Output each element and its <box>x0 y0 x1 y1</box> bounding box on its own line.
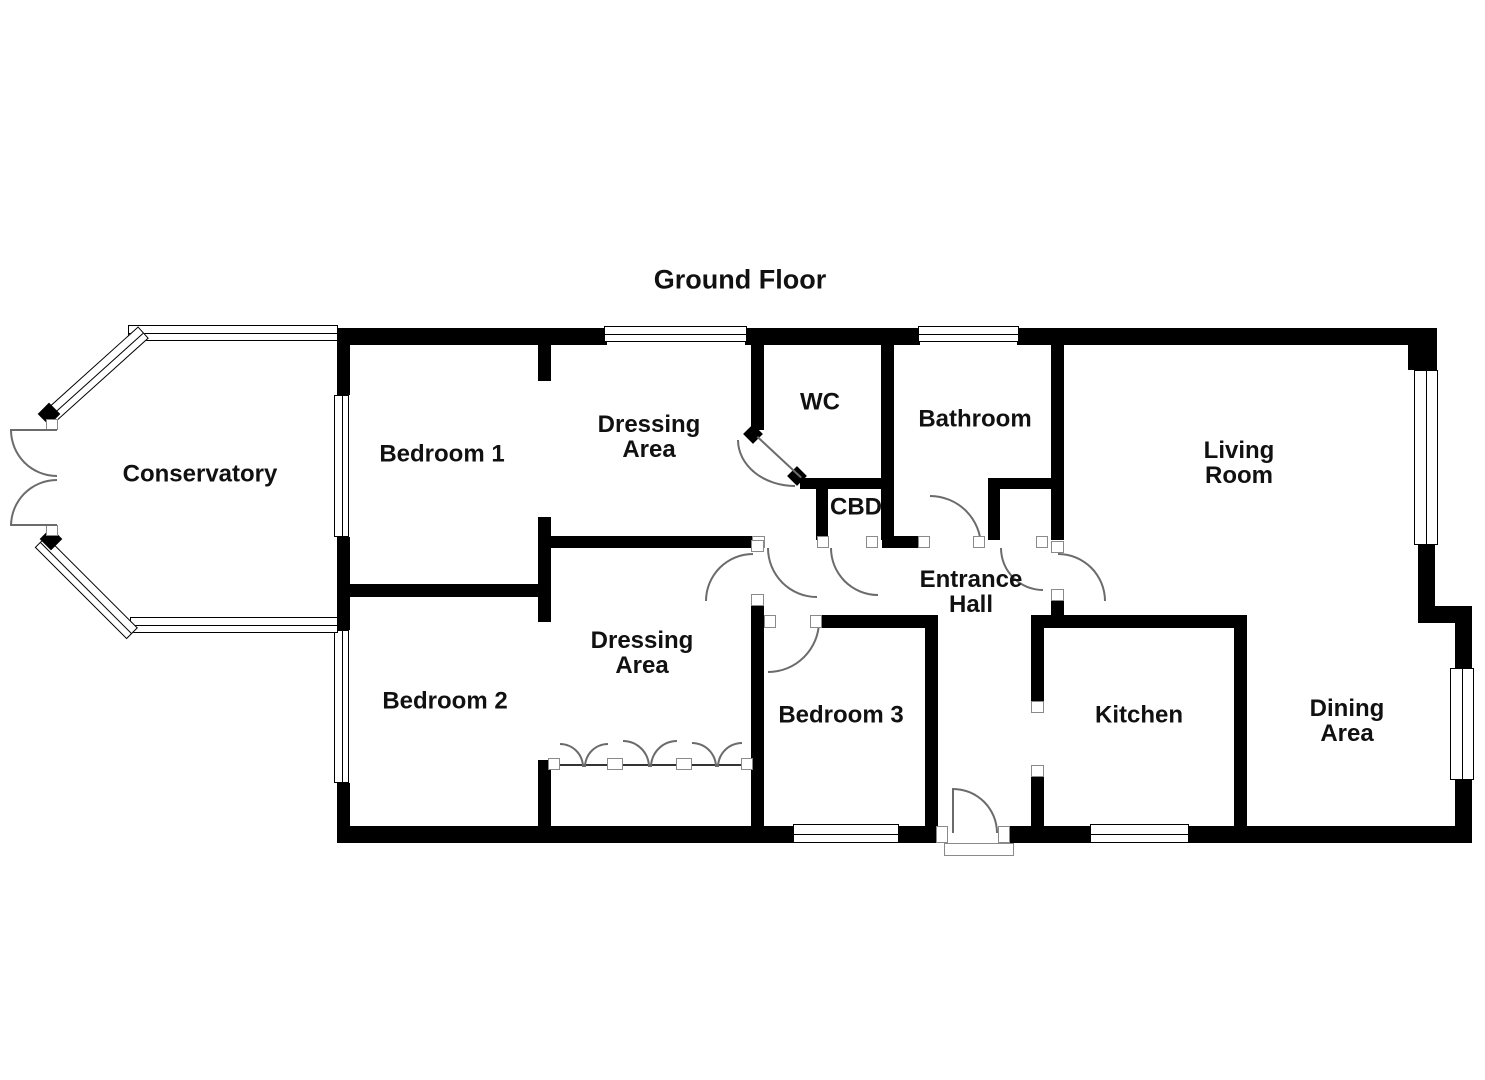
door-arc <box>10 430 57 477</box>
conservatory-upper-diagonal-window <box>43 326 149 424</box>
bedroom1-dressing-divider <box>538 345 551 381</box>
door-jamb <box>998 826 1010 843</box>
bedroom3-window <box>793 824 899 843</box>
cbd-left-wall <box>816 489 828 540</box>
door-jamb <box>751 540 764 552</box>
dressing-area-window <box>604 326 747 342</box>
bottom-wall <box>1005 826 1092 843</box>
door-jamb <box>817 536 829 548</box>
wardrobe-door-arc <box>584 743 608 767</box>
room-label-entrance-hall: Entrance Hall <box>919 565 1023 618</box>
bottom-wall <box>1187 826 1472 843</box>
conservatory-top-window <box>128 325 338 341</box>
top-wall <box>337 328 607 345</box>
door-jamb <box>46 525 58 536</box>
wardrobe-door-arc <box>692 742 717 767</box>
door-jamb <box>1031 765 1044 777</box>
bedroom2-dressing-divider <box>538 760 551 826</box>
kitchen-left-wall <box>1031 777 1044 826</box>
room-label-wc: WC <box>800 388 840 416</box>
door-jamb <box>764 615 776 628</box>
living-room-door-arc <box>1058 553 1106 601</box>
front-door-arc <box>953 788 998 833</box>
room-label-cbd: CBD <box>830 493 882 521</box>
room-label-dressing-area-2: Dressing Area <box>590 626 694 679</box>
room-label-kitchen: Kitchen <box>1094 701 1183 729</box>
wardrobe-door-arc <box>560 743 584 767</box>
door-jamb <box>936 826 948 843</box>
wardrobe-jamb <box>548 758 560 770</box>
top-wall <box>1017 328 1437 345</box>
bedroom3-right-wall <box>925 615 938 826</box>
bottom-wall <box>337 826 795 843</box>
bottom-wall <box>897 826 948 843</box>
room-label-bathroom: Bathroom <box>918 405 1032 433</box>
wc-door-arc <box>737 440 795 487</box>
room-label-bedroom3: Bedroom 3 <box>778 701 904 729</box>
front-door-threshold <box>944 843 1014 856</box>
top-wall <box>745 328 920 345</box>
page-title: Ground Floor <box>653 264 827 295</box>
door-jamb <box>918 536 930 548</box>
dining-area-window <box>1450 668 1474 780</box>
bedroom3-top-wall <box>822 615 938 628</box>
wardrobe-jamb <box>607 758 623 770</box>
bedroom3-left-wall <box>751 605 764 826</box>
room-label-living-room: Living Room <box>1203 436 1275 489</box>
door-jamb <box>751 594 764 606</box>
wardrobe-door-arc <box>717 742 742 767</box>
left-wall <box>337 783 350 843</box>
conservatory-bottom-window <box>130 617 338 633</box>
wardrobe-door-arc <box>650 740 677 767</box>
kitchen-top-wall <box>1031 615 1247 628</box>
living-room-right-wall <box>1418 545 1435 607</box>
wardrobe-jamb <box>676 758 692 770</box>
door-jamb <box>1031 701 1044 713</box>
cupboard-top-wall <box>988 478 1064 489</box>
kitchen-right-wall <box>1234 615 1247 826</box>
living-room-left-wall <box>1051 600 1064 617</box>
bathroom-window <box>918 326 1019 342</box>
door-jamb <box>1051 541 1064 553</box>
bedroom2-window <box>334 630 349 783</box>
bedroom3-door-arc <box>768 621 820 673</box>
wc-bottom-wall <box>800 478 894 489</box>
wc-bathroom-divider <box>881 345 894 540</box>
top-right-corner-wall <box>1408 328 1437 370</box>
wc-left-wall <box>751 345 764 430</box>
room-label-dining-area: Dining Area <box>1309 694 1385 747</box>
kitchen-left-wall <box>1031 615 1044 713</box>
living-room-left-wall <box>1051 345 1064 540</box>
dining-right-wall <box>1455 606 1472 668</box>
room-label-dressing-area-1: Dressing Area <box>597 410 701 463</box>
door-jamb <box>1051 589 1064 601</box>
room-label-conservatory: Conservatory <box>122 460 278 488</box>
dressing2-door-arc <box>705 553 753 601</box>
door-jamb <box>973 536 985 548</box>
door-jamb <box>810 615 822 628</box>
left-wall <box>337 328 350 395</box>
hall-top-wall <box>545 536 764 548</box>
bedroom1-dressing-divider <box>538 517 551 622</box>
door-jamb <box>866 536 878 548</box>
conservatory-lower-diagonal-window <box>34 536 138 640</box>
dressing1-door-arc <box>767 548 817 598</box>
living-room-window <box>1414 370 1438 545</box>
bedroom1-bedroom2-wall <box>350 584 545 597</box>
door-arc <box>10 479 57 526</box>
wardrobe-door-arc <box>623 740 650 767</box>
cbd-door-arc <box>830 548 878 596</box>
room-label-bedroom1: Bedroom 1 <box>379 440 505 468</box>
room-label-bedroom2: Bedroom 2 <box>382 687 508 715</box>
door-jamb <box>1036 536 1048 548</box>
left-wall <box>337 537 350 630</box>
kitchen-window <box>1090 824 1189 843</box>
wardrobe-jamb <box>741 758 753 770</box>
bedroom1-window <box>334 395 349 537</box>
cupboard-left-wall <box>988 482 1000 540</box>
